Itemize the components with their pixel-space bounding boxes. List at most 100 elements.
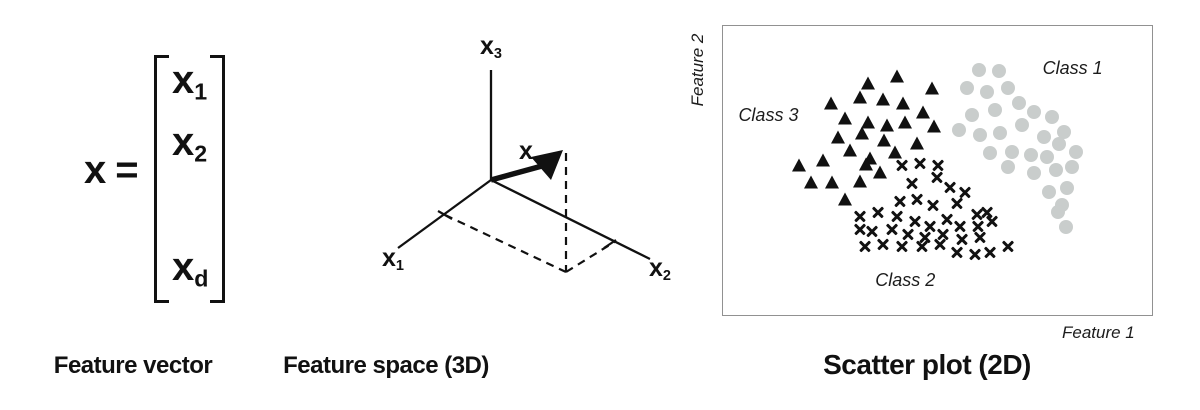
class-1-marker — [1012, 96, 1027, 111]
class-2-marker — [1001, 240, 1015, 254]
class3-label: Class 3 — [738, 105, 799, 126]
entry-subscript: d — [194, 265, 209, 292]
feature1-axis-label: Feature 1 — [1062, 323, 1135, 342]
class-3-marker — [853, 90, 868, 104]
axis-label-base: x — [382, 244, 396, 272]
vector-entry-d: xd — [172, 247, 208, 291]
entry-subscript: 1 — [194, 78, 208, 105]
class-3-marker — [924, 81, 939, 95]
scatter-plot-area: Class 3 Class 1 Class 2 — [722, 25, 1153, 316]
class-1-marker — [1049, 162, 1064, 177]
class-1-marker — [982, 146, 997, 161]
class-1-marker — [972, 128, 987, 143]
class-3-marker — [861, 76, 876, 90]
axis-label-subscript: 3 — [493, 46, 502, 63]
class-2-marker — [895, 158, 909, 172]
class-3-marker — [859, 157, 874, 171]
class-3-marker — [861, 115, 876, 129]
class-2-marker — [915, 240, 929, 254]
class-1-marker — [991, 63, 1006, 78]
x1-axis-label: x1 — [382, 246, 404, 274]
class-2-marker — [955, 233, 969, 247]
class-2-marker — [950, 196, 964, 210]
class-1-marker — [1027, 105, 1042, 120]
class-2-marker — [908, 215, 922, 229]
class-3-marker — [880, 118, 895, 132]
feature2-axis-label: Feature 2 — [688, 33, 707, 107]
entry-subscript: 2 — [194, 140, 208, 167]
class-1-marker — [1065, 160, 1080, 175]
class-2-marker — [983, 246, 997, 260]
class-3-marker — [888, 145, 903, 159]
class-2-marker — [905, 176, 919, 190]
class-1-marker — [1000, 160, 1015, 175]
class-3-marker — [876, 92, 891, 106]
class-2-marker — [953, 220, 967, 234]
class-1-marker — [1040, 150, 1055, 165]
axis-label-subscript: 1 — [395, 258, 404, 275]
right-bracket — [210, 55, 225, 303]
class-2-marker — [858, 240, 872, 254]
class-2-marker — [893, 195, 907, 209]
entry-base: x — [172, 245, 195, 289]
class-2-marker — [943, 180, 957, 194]
class-1-marker — [1052, 137, 1067, 152]
class-2-marker — [985, 215, 999, 229]
class-3-marker — [877, 133, 892, 147]
class-1-marker — [964, 108, 979, 123]
class-1-marker — [1000, 80, 1015, 95]
class-1-marker — [1042, 184, 1057, 199]
class-3-marker — [791, 158, 806, 172]
class-2-marker — [876, 237, 890, 251]
class-3-marker — [890, 69, 905, 83]
class-1-marker — [1059, 219, 1074, 234]
class-2-marker — [926, 198, 940, 212]
class-3-marker — [853, 174, 868, 188]
class-1-marker — [1045, 110, 1060, 125]
class-2-marker — [910, 193, 924, 207]
class-3-marker — [830, 130, 845, 144]
class-3-marker — [838, 192, 853, 206]
class-1-marker — [1069, 145, 1084, 159]
class-3-marker — [873, 165, 888, 179]
axis-label-base: x — [649, 254, 663, 282]
class-3-marker — [803, 175, 818, 189]
entry-base: x — [172, 120, 195, 164]
class-1-marker — [1015, 118, 1030, 133]
scatter-plot-caption: Scatter plot (2D) — [823, 349, 1031, 380]
x2-axis — [490, 178, 651, 261]
class-1-marker — [971, 62, 986, 77]
class-1-marker — [951, 123, 966, 138]
class-3-marker — [843, 143, 858, 157]
class-3-marker — [816, 153, 831, 167]
left-bracket — [154, 55, 169, 303]
x3-axis-label: x3 — [480, 34, 502, 62]
vector-x-shaft — [490, 163, 543, 183]
class-1-marker — [987, 103, 1002, 118]
class-2-marker — [973, 231, 987, 245]
class-1-marker — [992, 126, 1007, 141]
vector-entry-1: x1 — [172, 60, 207, 104]
class-1-marker — [1057, 125, 1072, 140]
x2-axis-label: x2 — [649, 256, 671, 284]
class-1-marker — [1004, 145, 1019, 159]
class-1-marker — [1027, 166, 1042, 181]
class-2-marker — [865, 224, 879, 238]
vector-entry-2: x2 — [172, 122, 207, 166]
projection-floor-dashed-left — [444, 214, 567, 273]
class-1-marker — [959, 80, 974, 95]
class-2-marker — [871, 206, 885, 220]
vector-x-arrowhead — [531, 150, 563, 180]
class-2-marker — [895, 240, 909, 254]
vector-symbol: x — [84, 148, 107, 192]
class-1-marker — [1060, 180, 1075, 195]
class-3-marker — [927, 119, 942, 133]
class-3-marker — [838, 111, 853, 125]
x1-axis-tick — [437, 210, 453, 220]
class-2-marker — [950, 246, 964, 260]
class-2-marker — [913, 156, 927, 170]
entry-base: x — [172, 58, 195, 102]
class1-label: Class 1 — [1042, 57, 1103, 78]
class-1-marker — [979, 84, 994, 99]
